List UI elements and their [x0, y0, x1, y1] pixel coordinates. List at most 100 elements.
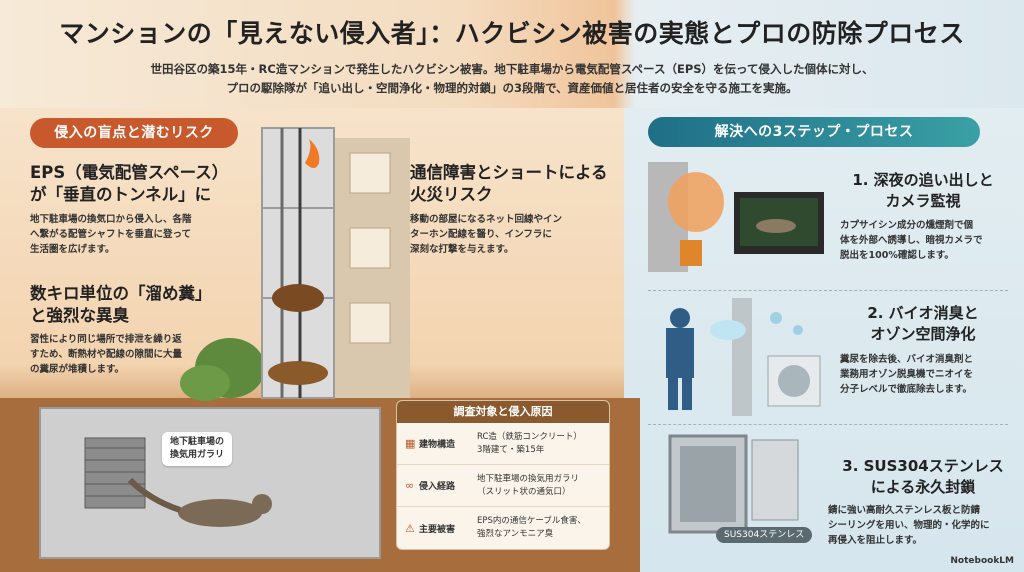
survey-label: 侵入経路 — [419, 482, 456, 492]
brand-label: NotebookLM — [950, 556, 1014, 566]
bubble — [770, 312, 782, 324]
step-divider-2 — [648, 424, 1008, 425]
worker-body — [666, 328, 694, 378]
ozone-fan — [778, 365, 810, 397]
civet-head — [252, 494, 272, 514]
sealed-vent — [751, 439, 799, 521]
right-section-pill: 解決への3ステップ・プロセス — [648, 117, 980, 147]
smoke-canister — [680, 240, 702, 266]
window-1 — [349, 152, 391, 194]
step1-title-line-1: 1. 深夜の追い出しと — [852, 171, 994, 189]
step2-text: 糞尿を除去後、バイオ消臭剤と 業務用オゾン脱臭機でニオイを 分子レベルで徹底除去… — [840, 352, 1016, 397]
callout-line-2: 換気用ガラリ — [170, 450, 225, 460]
step2-text-line-3: 分子レベルで徹底除去します。 — [840, 384, 973, 395]
step3-text: 錆に強い高耐久ステンレス板と防錆 シーリングを用い、物理的・化学的に 再侵入を阻… — [828, 503, 1018, 548]
step3-title: 3. SUS304ステンレス による永久封鎖 — [838, 456, 1008, 498]
risk1-text-line-1: 地下駐車場の換気口から侵入し、各階 — [30, 214, 192, 225]
risk1-text-line-3: 生活圏を広げます。 — [30, 244, 115, 255]
subtitle: 世田谷区の築15年・RC造マンションで発生したハクビシン被害。地下駐車場から電気… — [60, 60, 964, 98]
step1-title: 1. 深夜の追い出しと カメラ監視 — [838, 170, 1008, 212]
risk3-heading-line-1: 数キロ単位の「溜め糞」 — [30, 284, 212, 303]
survey-title: 調査対象と侵入原因 — [397, 401, 609, 423]
survey-value: RC造（鉄筋コンクリート） 3階建て・築15年 — [477, 431, 601, 457]
step-divider-1 — [648, 290, 1008, 291]
step2-title: 2. バイオ消臭と オゾン空間浄化 — [838, 303, 1008, 345]
step3-text-line-1: 錆に強い高耐久ステンレス板と防錆 — [828, 505, 981, 516]
step3-illustration — [668, 434, 799, 534]
window-3 — [349, 302, 391, 344]
warning-icon: ⚠ — [405, 521, 415, 535]
risk2-text-line-2: ターホン配線を齧り、インフラに — [410, 229, 552, 240]
subtitle-line-1: 世田谷区の築15年・RC造マンションで発生したハクビシン被害。地下駐車場から電気… — [150, 62, 874, 76]
bubble — [793, 325, 803, 335]
link-icon: ∞ — [405, 479, 415, 492]
worker-leg-1 — [668, 378, 678, 410]
stainless-mesh — [680, 446, 736, 522]
civet-tail — [127, 477, 181, 513]
grille-callout: 地下駐車場の 換気用ガラリ — [162, 432, 233, 466]
spray-mist — [710, 320, 746, 340]
survey-row-structure: ▦ 建物構造 RC造（鉄筋コンクリート） 3階建て・築15年 — [397, 423, 609, 465]
callout-line-1: 地下駐車場の — [170, 437, 225, 447]
survey-label: 主要被害 — [419, 524, 456, 535]
risk1-heading-line-2: が「垂直のトンネル」に — [30, 185, 212, 204]
survey-value-line-1: EPS内の通信ケーブル食害、 — [477, 516, 586, 526]
bush-2 — [180, 365, 230, 401]
risk2-heading: 通信障害とショートによる 火災リスク — [410, 162, 608, 206]
risk3-text-line-1: 習性により同じ場所で排泄を繰り返 — [30, 334, 182, 345]
worker-leg-2 — [682, 378, 692, 410]
step3-text-line-3: 再侵入を阻止します。 — [828, 535, 923, 546]
step1-text-line-2: 体を外部へ誘導し、暗視カメラで — [840, 235, 983, 246]
window-2 — [349, 227, 391, 269]
risk3-text: 習性により同じ場所で排泄を繰り返 すため、断熱材や配線の隙間に大量 の糞尿が堆積… — [30, 332, 182, 377]
step1-text-line-3: 脱出を100%確認します。 — [840, 250, 954, 261]
survey-value-line-2: 3階建て・築15年 — [477, 444, 545, 455]
survey-value: EPS内の通信ケーブル食害、 強烈なアンモニア臭 — [477, 515, 601, 541]
survey-value-line-2: 強烈なアンモニア臭 — [477, 529, 554, 539]
risk3-heading-line-2: と強烈な異臭 — [30, 306, 129, 325]
pipe — [732, 298, 752, 416]
civet-body — [178, 499, 262, 527]
step3-title-line-2: による永久封鎖 — [870, 478, 976, 496]
worker-head — [670, 308, 690, 328]
left-section-pill: 侵入の盲点と潜むリスク — [30, 118, 238, 148]
fire-icon — [305, 139, 320, 168]
risk1-text-line-2: へ繋がる配管シャフトを垂直に登って — [30, 229, 192, 240]
sus304-label: SUS304ステンレス — [716, 527, 813, 543]
step1-illustration — [648, 162, 824, 272]
risk2-text: 移動の部屋になるネット回線やイン ターホン配線を齧り、インフラに 深刻な打撃を与… — [410, 212, 562, 257]
step3-title-line-1: 3. SUS304ステンレス — [842, 457, 1004, 475]
step1-title-line-2: カメラ監視 — [885, 192, 961, 210]
risk2-heading-line-1: 通信障害とショートによる — [410, 163, 608, 182]
survey-value-line-1: RC造（鉄筋コンクリート） — [477, 431, 582, 442]
survey-row-route: ∞ 侵入経路 地下駐車場の換気用ガラリ （スリット状の通気口） — [397, 465, 609, 507]
step2-text-line-2: 業務用オゾン脱臭機でニオイを — [840, 369, 974, 380]
survey-value: 地下駐車場の換気用ガラリ （スリット状の通気口） — [477, 473, 601, 499]
risk1-text: 地下駐車場の換気口から侵入し、各階 へ繋がる配管シャフトを垂直に登って 生活圏を… — [30, 212, 192, 257]
civet-on-screen — [756, 219, 796, 233]
survey-card: 調査対象と侵入原因 ▦ 建物構造 RC造（鉄筋コンクリート） 3階建て・築15年… — [396, 400, 610, 550]
building-icon: ▦ — [405, 437, 416, 450]
step3-text-line-2: シーリングを用い、物理的・化学的に — [828, 520, 990, 531]
step1-text-line-1: カプサイシン成分の燻煙剤で個 — [840, 220, 974, 231]
page-title: マンションの「見えない侵入者」：ハクビシン被害の実態とプロの防除プロセス — [59, 19, 965, 48]
step2-illustration — [666, 298, 821, 416]
step2-text-line-1: 糞尿を除去後、バイオ消臭剤と — [840, 354, 974, 365]
risk1-heading: EPS（電気配管スペース） が「垂直のトンネル」に — [30, 162, 228, 206]
step2-title-line-2: オゾン空間浄化 — [870, 325, 976, 343]
droppings-pile-2 — [268, 361, 328, 385]
subtitle-line-2: プロの駆除隊が「追い出し・空間浄化・物理的対鎖」の3段階で、資産価値と居住者の安… — [226, 81, 798, 95]
survey-label: 建物構造 — [419, 440, 456, 450]
risk1-heading-line-1: EPS（電気配管スペース） — [30, 163, 229, 182]
eps-shaft — [261, 127, 335, 399]
risk2-text-line-3: 深刻な打撃を与えます。 — [410, 244, 514, 255]
risk3-text-line-3: の糞尿が堆積します。 — [30, 364, 125, 375]
survey-value-line-1: 地下駐車場の換気用ガラリ — [477, 473, 580, 484]
droppings-pile — [272, 284, 324, 312]
risk3-heading: 数キロ単位の「溜め糞」 と強烈な異臭 — [30, 283, 212, 327]
survey-row-damage: ⚠ 主要被害 EPS内の通信ケーブル食害、 強烈なアンモニア臭 — [397, 507, 609, 549]
step1-text: カプサイシン成分の燻煙剤で個 体を外部へ誘導し、暗視カメラで 脱出を100%確認… — [840, 218, 1016, 263]
risk2-heading-line-2: 火災リスク — [410, 185, 493, 204]
risk2-text-line-1: 移動の部屋になるネット回線やイン — [410, 214, 563, 225]
survey-value-line-2: （スリット状の通気口） — [477, 486, 571, 497]
